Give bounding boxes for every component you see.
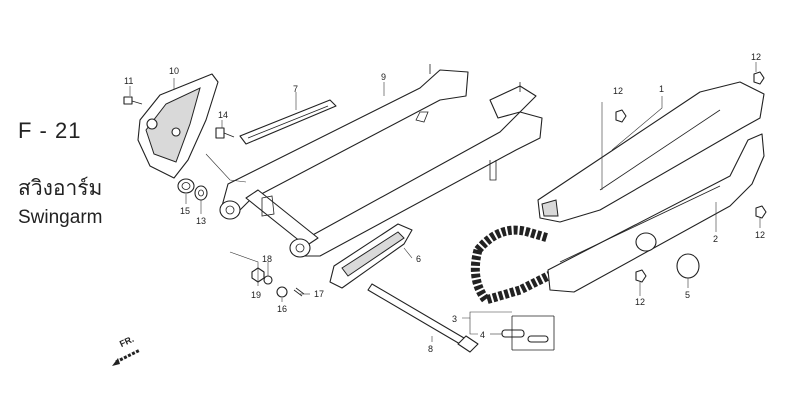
callout-4: 4 [480,330,485,340]
part-15-collar [177,178,195,194]
figure-title-english: Swingarm [18,207,103,228]
part-19-cotter-pin [293,287,305,297]
callout-12a: 12 [751,52,761,62]
callout-19: 17 [314,289,324,299]
callout-15: 15 [180,206,190,216]
callout-14: 14 [218,110,228,120]
part-12-bolt [615,71,767,283]
figure-code: F - 21 [18,118,82,143]
callout-12d: 12 [635,297,645,307]
figure-title-thai: สวิงอาร์ม [18,176,103,200]
callout-12c: 12 [755,230,765,240]
part-6-chain-slider [329,223,413,289]
callout-1: 1 [659,84,664,94]
part-8-axle-bolt [367,283,479,353]
callout-17: 18 [262,254,272,264]
callout-5: 5 [685,290,690,300]
front-direction-arrow-icon [112,348,141,366]
part-4-master-link [501,315,555,351]
part-14-bolt [215,127,235,139]
leader-lines [129,62,761,342]
callout-10: 10 [169,66,179,76]
callout-2: 2 [713,234,718,244]
callout-18: 19 [251,290,261,300]
callout-labels: 11 10 14 7 9 15 13 6 1 12 12 2 12 5 12 8… [124,52,765,354]
part-2-chain-case-lower [547,133,765,293]
part-11-bolt [123,96,143,105]
part-3-drive-chain [470,225,563,306]
callout-3: 3 [452,314,457,324]
part-7-guide-rod [239,99,337,145]
callout-6: 6 [416,254,421,264]
part-1-chain-case-upper [537,81,765,223]
callout-13: 13 [196,216,206,226]
callout-12b: 12 [613,86,623,96]
part-13-washer [194,185,208,201]
part-16-washer [276,286,288,298]
callout-9: 9 [381,72,386,82]
callout-11: 11 [124,76,133,86]
callout-8: 8 [428,344,433,354]
part-9-swingarm [219,64,543,258]
part-5-cap [676,253,700,279]
callout-7: 7 [293,84,298,94]
part-10-guard-plate [137,73,219,179]
callout-16: 16 [277,304,287,314]
part-17-washer [263,275,273,285]
